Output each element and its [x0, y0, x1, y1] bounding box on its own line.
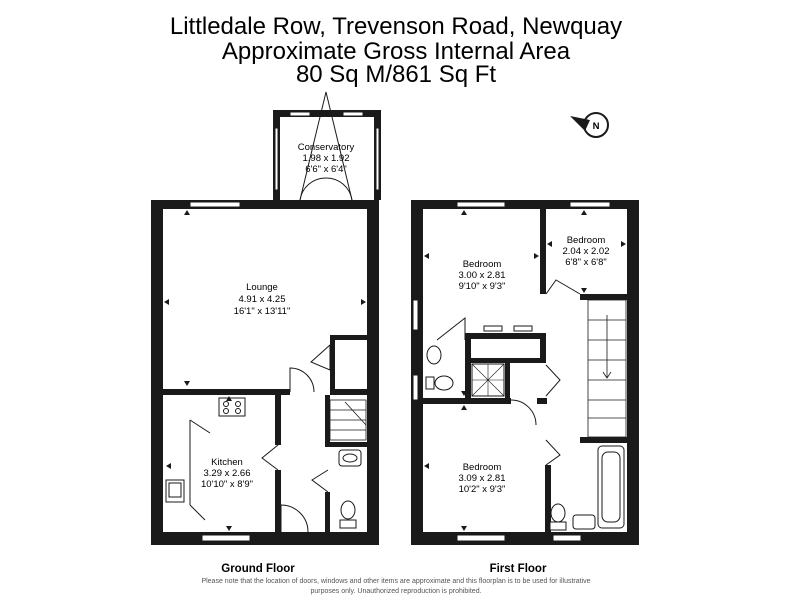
svg-text:Bedroom: Bedroom [463, 462, 502, 473]
svg-text:16'1" x 13'11": 16'1" x 13'11" [234, 306, 291, 317]
area-title: Approximate Gross Internal Area [221, 38, 571, 65]
bath-icon [597, 445, 625, 529]
ground-basin-icon [338, 449, 362, 467]
svg-text:10'2" x 9'3": 10'2" x 9'3" [459, 484, 506, 495]
room-label-bedroom-1: Bedroom 3.00 x 2.81 9'10" x 9'3" [458, 259, 505, 292]
first-interior-walls [423, 209, 627, 532]
ground-floor-plan [151, 110, 381, 545]
area-value: 80 Sq M/861 Sq Ft [295, 61, 497, 88]
svg-text:2.04 x 2.02: 2.04 x 2.02 [562, 246, 609, 257]
svg-text:1.98 x 1.92: 1.98 x 1.92 [302, 153, 349, 164]
svg-text:3.09 x 2.81: 3.09 x 2.81 [458, 473, 505, 484]
svg-text:Bedroom: Bedroom [463, 259, 502, 270]
bathroom-wc-icon [549, 503, 567, 531]
first-outer-walls [411, 200, 639, 545]
svg-text:Kitchen: Kitchen [211, 457, 243, 468]
ground-floor-label: Ground Floor [221, 563, 295, 575]
svg-text:6'8" x 6'8": 6'8" x 6'8" [565, 257, 607, 268]
svg-text:6'6" x 6'4": 6'6" x 6'4" [305, 164, 347, 175]
ground-outer-walls [151, 200, 379, 545]
upstairs-basin-icon [426, 345, 442, 365]
kitchen-sink-icon [165, 479, 185, 503]
stairs [329, 299, 627, 441]
hob-icon [218, 397, 246, 417]
windows [189, 111, 611, 542]
bathroom-basin-icon [572, 514, 596, 530]
svg-text:Bedroom: Bedroom [567, 235, 606, 246]
disclaimer: Please note that the location of doors, … [150, 577, 642, 597]
first-floor-plan [411, 200, 639, 545]
cupboard-shelves [483, 325, 533, 332]
svg-text:4.91 x 4.25: 4.91 x 4.25 [238, 294, 285, 305]
shower-tray-icon [471, 363, 505, 397]
svg-text:3.29 x 2.66: 3.29 x 2.66 [203, 468, 250, 479]
svg-text:10'10" x 8'9": 10'10" x 8'9" [201, 479, 253, 490]
first-floor-label: First Floor [490, 563, 547, 575]
ground-interior-walls [163, 335, 370, 532]
disclaimer-line-2: purposes only. Unauthorized reproduction… [310, 588, 482, 595]
svg-text:3.00 x 2.81: 3.00 x 2.81 [458, 270, 505, 281]
room-label-bedroom-2: Bedroom 2.04 x 2.02 6'8" x 6'8" [562, 235, 609, 268]
property-address: Littledale Row, Trevenson Road, Newquay [169, 13, 623, 40]
room-label-conservatory: Conservatory 1.98 x 1.92 6'6" x 6'4" [298, 142, 355, 175]
fixtures [165, 325, 625, 531]
compass-label: N [593, 121, 600, 132]
measurement-arrows [164, 210, 626, 531]
disclaimer-line-1: Please note that the location of doors, … [201, 578, 591, 585]
svg-text:9'10" x 9'3": 9'10" x 9'3" [459, 281, 506, 292]
doors [189, 91, 581, 533]
room-label-bedroom-3: Bedroom 3.09 x 2.81 10'2" x 9'3" [458, 462, 505, 495]
upstairs-wc-icon [425, 375, 454, 391]
svg-text:Conservatory: Conservatory [298, 142, 355, 153]
room-label-kitchen: Kitchen 3.29 x 2.66 10'10" x 8'9" [201, 457, 253, 490]
room-label-lounge: Lounge 4.91 x 4.25 16'1" x 13'11" [234, 282, 291, 317]
north-compass-icon: N [570, 112, 609, 138]
svg-text:Lounge: Lounge [246, 282, 278, 293]
ground-wc-icon [339, 500, 357, 529]
